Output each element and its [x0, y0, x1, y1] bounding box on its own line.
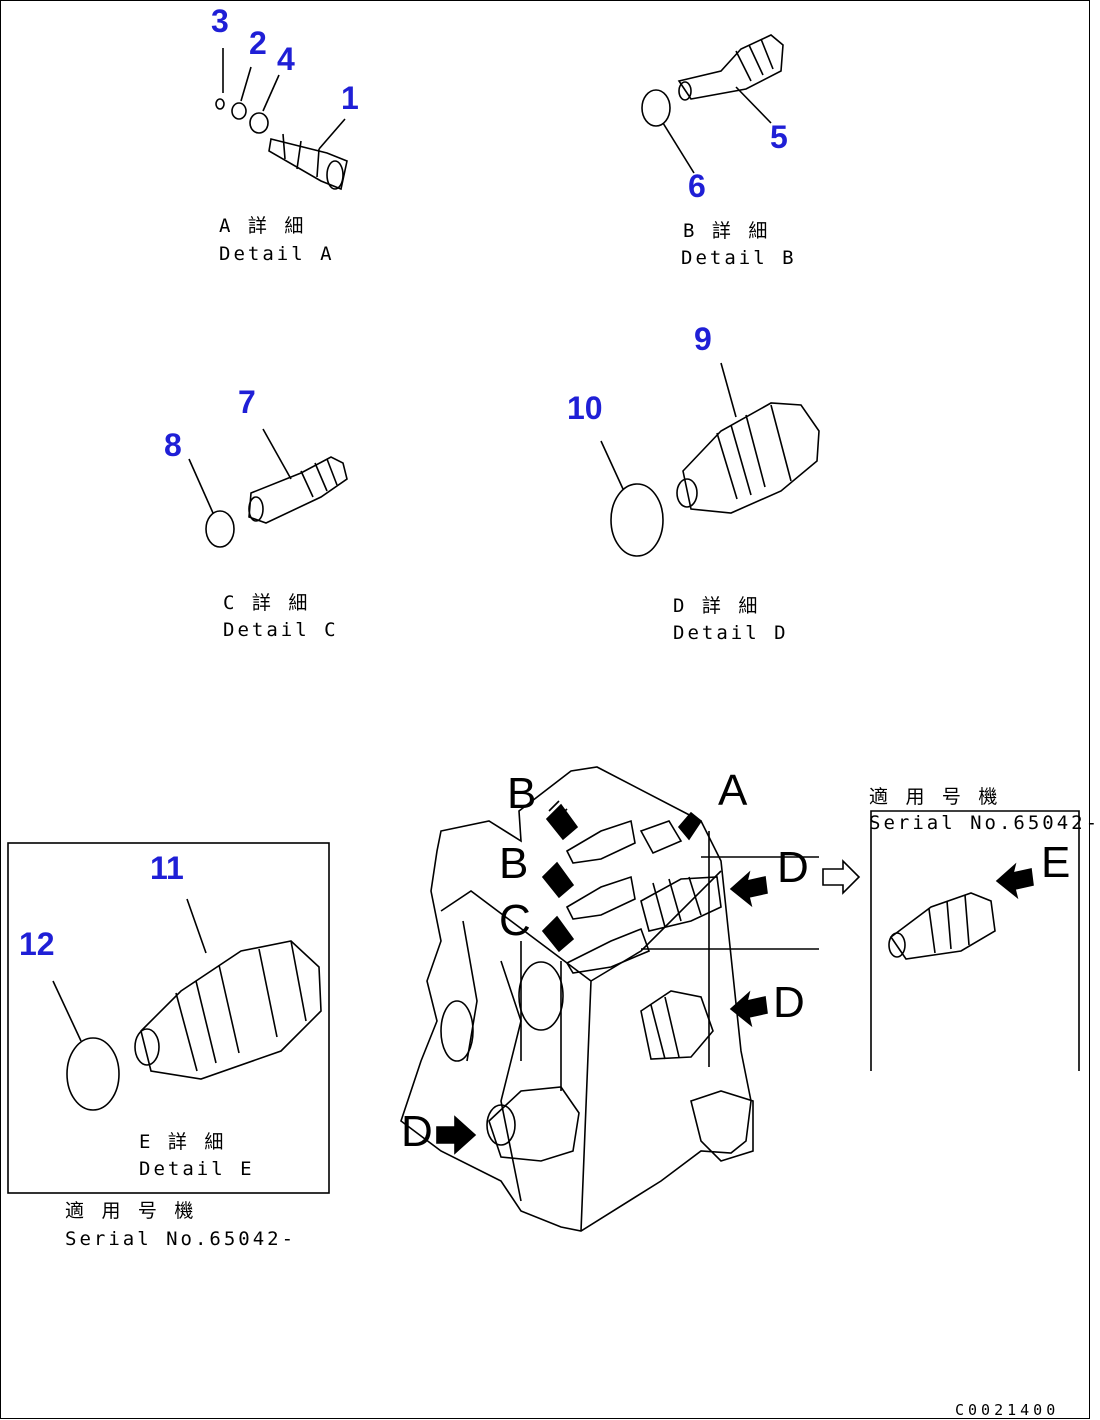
serial-note-left-jp: 適 用 号 機: [65, 1200, 197, 1222]
detail-c-caption-en: Detail C: [223, 619, 339, 641]
detail-a-caption-en: Detail A: [219, 243, 335, 265]
view-letter-d-right: D: [773, 978, 805, 1027]
detail-b-caption-jp: B 詳 細: [683, 220, 771, 242]
view-letter-a: A: [718, 766, 748, 815]
figure-code: C0021400: [955, 1401, 1060, 1419]
part-number-7: 7: [238, 384, 256, 420]
part-number-5: 5: [770, 119, 788, 155]
view-letter-b-upper: B: [507, 769, 537, 818]
part-number-9: 9: [694, 321, 712, 357]
part-number-11: 11: [150, 850, 184, 886]
detail-a-parts: [215, 48, 348, 191]
detail-b-parts: [641, 34, 784, 174]
part-number-4: 4: [277, 41, 295, 77]
view-letter-d-left: D: [401, 1107, 433, 1156]
view-letter-c: C: [499, 896, 531, 945]
part-number-2: 2: [249, 25, 267, 61]
detail-d-parts: [600, 362, 820, 557]
part-number-3: 3: [211, 3, 229, 39]
part-number-12: 12: [19, 926, 55, 962]
part-number-6: 6: [688, 168, 706, 204]
serial-note-left: Serial No.65042-: [65, 1228, 297, 1250]
part-number-10: 10: [567, 390, 603, 426]
serial-note-right-jp: 適 用 号 機: [869, 786, 1001, 808]
view-letter-b-lower: B: [499, 839, 529, 888]
view-letter-e: E: [1041, 838, 1071, 887]
detail-e-caption-jp: E 詳 細: [139, 1131, 227, 1153]
detail-c-caption-jp: C 詳 細: [223, 592, 311, 614]
serial-note-right: Serial No.65042-: [869, 812, 1100, 834]
view-arrows: [436, 800, 768, 1155]
detail-e-caption-en: Detail E: [139, 1158, 255, 1180]
main-valve-block: [400, 766, 819, 1232]
detail-d-caption-jp: D 詳 細: [673, 595, 761, 617]
detail-d-caption-en: Detail D: [673, 622, 789, 644]
detail-c-parts: [188, 428, 348, 548]
view-letter-d-upper: D: [777, 843, 809, 892]
part-number-1: 1: [341, 80, 359, 116]
detail-a-caption-jp: A 詳 細: [219, 215, 307, 237]
detail-e-box: [7, 842, 330, 1194]
detail-b-caption-en: Detail B: [681, 247, 797, 269]
serial-box-right: [870, 810, 1080, 1071]
hollow-arrow-icon: [822, 859, 861, 895]
part-number-8: 8: [164, 427, 182, 463]
